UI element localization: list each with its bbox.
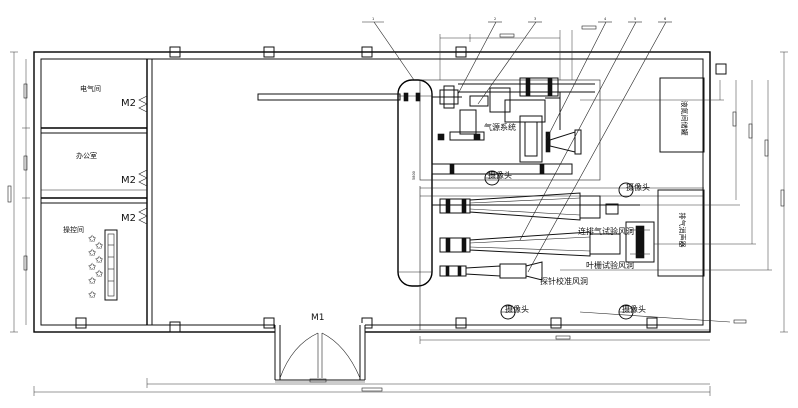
svg-text:1: 1 <box>372 17 374 21</box>
svg-text:排气消声器: 排气消声器 <box>678 213 687 248</box>
svg-text:M2: M2 <box>121 98 136 109</box>
svg-text:5800: 5800 <box>412 171 416 180</box>
svg-text:摄像头: 摄像头 <box>626 182 650 192</box>
control-chairs: ✩ ✩ ✩ ✩ ✩ ✩ ✩ ✩ <box>88 234 104 301</box>
leader-callouts: 1 2 3 4 5 6 <box>372 17 666 21</box>
svg-text:5: 5 <box>634 17 636 21</box>
svg-text:M1: M1 <box>311 313 325 323</box>
svg-text:✩: ✩ <box>88 262 97 273</box>
svg-text:摄像头: 摄像头 <box>622 304 646 314</box>
svg-text:✩: ✩ <box>95 255 104 266</box>
stilling-chamber: 5800 <box>397 79 433 287</box>
gas-source-system-label: 气源系统 <box>484 122 516 132</box>
svg-text:3: 3 <box>534 17 536 21</box>
leader-lines <box>362 21 731 323</box>
svg-text:2: 2 <box>494 17 496 21</box>
cascade-duct: 叶栅试验风洞 <box>439 221 655 270</box>
gas-station-room: 液氮间储罐 <box>659 77 705 153</box>
svg-text:M2: M2 <box>121 213 136 224</box>
exhaust-duct: 连排气试验风洞 <box>432 192 640 236</box>
svg-text:✩: ✩ <box>88 248 97 259</box>
dimension-lines <box>10 30 788 396</box>
svg-text:摄像头: 摄像头 <box>488 170 512 180</box>
svg-text:✩: ✩ <box>88 234 97 245</box>
svg-text:✩: ✩ <box>88 290 97 301</box>
rails <box>410 186 710 331</box>
exhaust-room: 排气消声器 <box>657 189 705 277</box>
camera-1: 摄像头 <box>484 170 512 186</box>
svg-text:✩: ✩ <box>95 241 104 252</box>
svg-text:4: 4 <box>604 17 607 21</box>
room-label-electrical: 电气间 <box>80 84 101 93</box>
dimension-ticks <box>7 25 785 392</box>
cascade-duct-label: 叶栅试验风洞 <box>586 260 634 270</box>
svg-text:M2: M2 <box>121 175 136 186</box>
door-m2-electrical: M2 <box>121 95 148 113</box>
room-label-control: 操控间 <box>63 225 84 234</box>
probe-duct-label: 探针校准风洞 <box>540 276 588 286</box>
camera-2: 摄像头 <box>618 182 650 198</box>
building-outline <box>33 46 727 333</box>
exhaust-duct-label: 连排气试验风洞 <box>578 226 634 236</box>
door-m2-control: M2 <box>121 207 148 225</box>
probe-duct: 探针校准风洞 <box>439 261 588 286</box>
svg-text:✩: ✩ <box>88 276 97 287</box>
door-m2-office: M2 <box>121 169 148 187</box>
gas-source-system: 气源系统 <box>419 77 601 181</box>
svg-text:摄像头: 摄像头 <box>505 304 529 314</box>
camera-4: 摄像头 <box>618 304 646 320</box>
camera-3: 摄像头 <box>500 304 529 320</box>
service-rooms <box>41 59 153 325</box>
svg-text:6: 6 <box>664 17 666 21</box>
svg-text:✩: ✩ <box>95 269 104 280</box>
svg-text:液氮间储罐: 液氮间储罐 <box>680 101 689 136</box>
main-door-m1: M1 <box>274 313 366 381</box>
room-label-office: 办公室 <box>76 151 97 160</box>
control-console <box>104 229 118 301</box>
inlet-pipe <box>257 85 462 109</box>
